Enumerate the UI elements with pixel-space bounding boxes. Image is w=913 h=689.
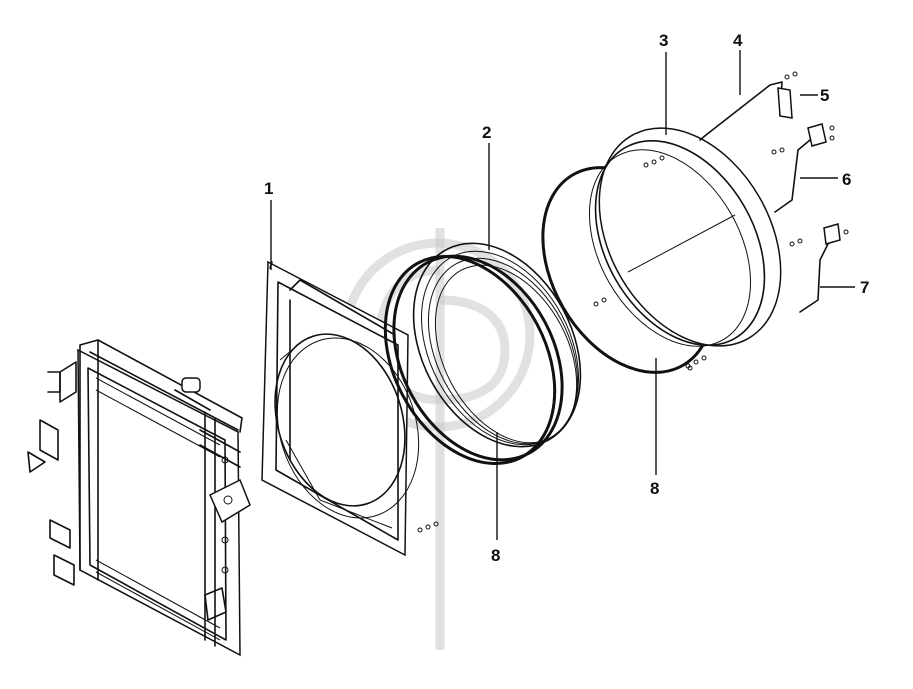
mounting-clip <box>777 87 793 119</box>
callout-2: 2 <box>482 123 491 142</box>
callout-6: 6 <box>842 170 851 189</box>
support-rod-bracket <box>771 123 835 213</box>
seal-ring <box>383 255 557 465</box>
radiator-assembly <box>27 339 251 657</box>
leader-lines <box>270 50 855 540</box>
callout-4: 4 <box>733 31 743 50</box>
callout-7: 7 <box>860 278 869 297</box>
support-rod-bracket <box>687 223 849 371</box>
fan-shroud-plate <box>261 260 439 557</box>
callout-5: 5 <box>820 86 829 105</box>
callout-3: 3 <box>659 31 668 50</box>
callout-8-right: 8 <box>650 479 659 498</box>
fan-ring-housing <box>588 127 782 369</box>
callout-1: 1 <box>264 179 273 198</box>
callout-8-left: 8 <box>491 546 500 565</box>
